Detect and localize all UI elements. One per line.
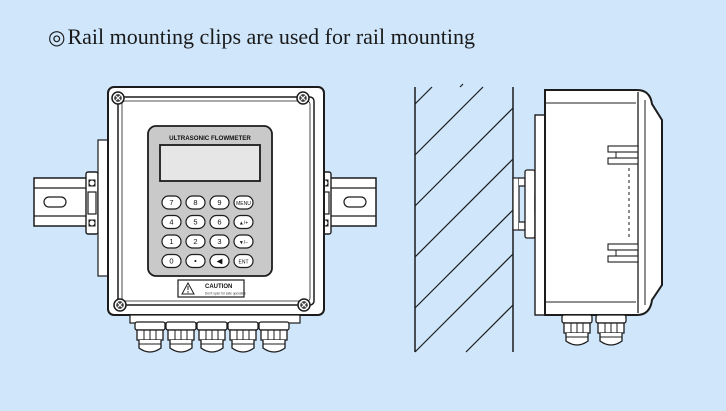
keypad: 7 8 9 MENU 4 5 6 ▲/+ 1 2 3 ▼/− 0 • ◀ ENT xyxy=(161,195,254,269)
keypad-key[interactable]: ▲/+ xyxy=(233,214,254,230)
keypad-key-label: 0 xyxy=(169,257,173,266)
keypad-key[interactable]: • xyxy=(185,253,206,269)
keypad-key[interactable]: ◀ xyxy=(209,253,230,269)
keypad-key[interactable]: 6 xyxy=(209,214,230,230)
lcd-display xyxy=(159,144,261,182)
bullet-marker: ◎ xyxy=(48,25,66,49)
keypad-key[interactable]: ENT xyxy=(233,253,254,269)
front-view: ULTRASONIC FLOWMETER 7 8 9 MENU 4 5 6 ▲/+ 1 2 3 ▼/−… xyxy=(33,86,377,353)
keypad-key-label: 9 xyxy=(217,198,221,207)
keypad-key-label: 7 xyxy=(169,198,173,207)
keypad-key-label: 6 xyxy=(217,218,221,227)
heading-text: Rail mounting clips are used for rail mo… xyxy=(67,24,475,49)
screw-icon xyxy=(113,298,127,312)
keypad-key-label: • xyxy=(194,257,197,266)
keypad-key[interactable]: 9 xyxy=(209,195,230,210)
keypad-key-label: 5 xyxy=(193,218,197,227)
keypad-key[interactable]: 8 xyxy=(185,195,206,210)
keypad-key[interactable]: MENU xyxy=(233,195,254,210)
side-glands xyxy=(561,314,627,346)
keypad-key-label: 4 xyxy=(169,218,173,227)
keypad-key[interactable]: 3 xyxy=(209,234,230,249)
keypad-key-label: ENT xyxy=(239,260,249,266)
caution-text: Don't open for safe operation xyxy=(205,292,246,296)
screw-icon xyxy=(296,91,310,105)
keypad-key[interactable]: 7 xyxy=(161,195,182,210)
panel-title: ULTRASONIC FLOWMETER xyxy=(169,135,251,142)
keypad-key-label: ◀ xyxy=(217,257,224,266)
caution-title: CAUTION xyxy=(205,284,232,290)
keypad-key-label: 1 xyxy=(169,237,173,246)
keypad-key[interactable]: ▼/− xyxy=(233,234,254,249)
cable-glands xyxy=(129,314,301,353)
keypad-key-label: ▲/+ xyxy=(239,221,248,227)
keypad-key-label: 3 xyxy=(217,237,221,246)
caution-label: CAUTION Don't open for safe operation xyxy=(177,279,246,298)
keypad-key[interactable]: 2 xyxy=(185,234,206,249)
keypad-key[interactable]: 0 xyxy=(161,253,182,269)
keypad-key-label: MENU xyxy=(236,201,251,207)
side-view xyxy=(414,83,663,353)
wall xyxy=(414,83,514,353)
keypad-key-label: 2 xyxy=(193,237,197,246)
page-heading: ◎Rail mounting clips are used for rail m… xyxy=(48,24,475,50)
enclosure-side xyxy=(544,89,663,316)
rail-clip-left xyxy=(85,171,99,235)
keypad-key[interactable]: 4 xyxy=(161,214,182,230)
keypad-key-label: ▼/− xyxy=(239,240,248,246)
screw-icon xyxy=(111,91,125,105)
screw-icon xyxy=(297,298,311,312)
keypad-key-label: 8 xyxy=(193,198,197,207)
keypad-key[interactable]: 5 xyxy=(185,214,206,230)
keypad-key[interactable]: 1 xyxy=(161,234,182,249)
warning-triangle-icon xyxy=(181,281,195,295)
